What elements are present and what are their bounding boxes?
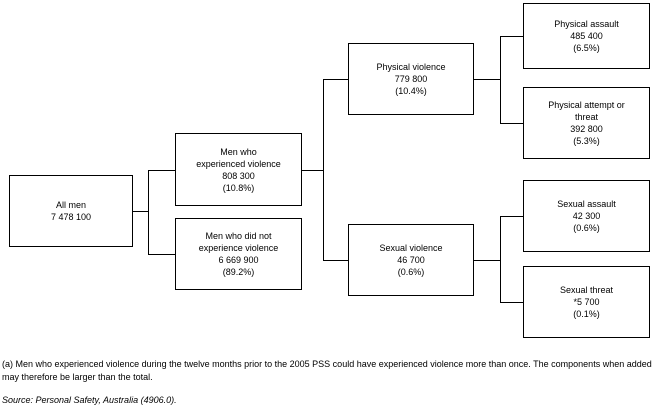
node-text-line: Sexual assault: [557, 199, 616, 209]
node-all-men: All men 7 478 100: [9, 175, 133, 247]
node-text-line: (0.6%): [573, 223, 600, 233]
footnote: (a) Men who experienced violence during …: [2, 359, 652, 382]
node-sexual-violence: Sexual violence 46 700 (0.6%): [348, 224, 474, 296]
node-text-line: experienced violence: [196, 158, 281, 169]
node-text-line: (10.4%): [395, 86, 427, 96]
node-text-line: 779 800: [394, 74, 428, 84]
node-physical-violence: Physical violence 779 800 (10.4%): [348, 43, 474, 115]
node-text-line: (5.3%): [573, 136, 600, 146]
connector-line: [302, 170, 323, 171]
node-text-line: (10.8%): [222, 182, 255, 193]
node-text-line: All men: [55, 200, 86, 210]
node-text-line: Sexual violence: [379, 243, 443, 253]
node-men-experienced-violence: Men who experienced violence 808 300 (10…: [175, 133, 302, 206]
node-text-line: (0.6%): [397, 267, 425, 277]
node-men-not-experienced-violence: Men who did not experience violence 6 66…: [175, 218, 302, 290]
node-text-line: 46 700: [397, 255, 425, 265]
node-text-line: Physical violence: [376, 62, 446, 72]
node-physical-assault: Physical assault 485 400 (6.5%): [523, 3, 650, 69]
node-text-line: 42 300: [572, 211, 601, 221]
node-text-line: 392 800: [570, 124, 603, 134]
node-text-line: threat: [574, 112, 598, 122]
connector-line: [323, 79, 324, 261]
node-text-line: 485 400: [570, 31, 603, 41]
connector-line: [500, 302, 523, 303]
connector-line: [500, 36, 523, 37]
node-text-line: 6 669 900: [218, 255, 259, 265]
node-text-line: 808 300: [222, 170, 255, 181]
connector-line: [133, 211, 148, 212]
node-text-line: *5 700: [573, 297, 600, 307]
node-text-line: Men who: [220, 146, 257, 157]
node-text-line: Physical assault: [554, 19, 619, 29]
node-text-line: (6.5%): [573, 43, 600, 53]
node-sexual-assault: Sexual assault 42 300 (0.6%): [523, 180, 650, 252]
node-text-line: (89.2%): [222, 267, 255, 277]
node-text-line: 7 478 100: [50, 212, 92, 222]
connector-line: [148, 254, 175, 255]
node-physical-attempt-or-threat: Physical attempt or threat 392 800 (5.3%…: [523, 87, 650, 159]
connector-line: [474, 79, 500, 80]
connector-line: [148, 170, 175, 171]
source-note: Source: Personal Safety, Australia (4906…: [2, 395, 177, 405]
node-text-line: experience violence: [198, 243, 279, 253]
node-text-line: Men who did not: [205, 231, 272, 241]
node-text-line: Sexual threat: [559, 285, 614, 295]
connector-line: [500, 36, 501, 124]
connector-line: [474, 260, 500, 261]
connector-line: [500, 216, 501, 303]
connector-line: [323, 260, 348, 261]
node-sexual-threat: Sexual threat *5 700 (0.1%): [523, 266, 650, 338]
connector-line: [323, 79, 348, 80]
connector-line: [148, 170, 149, 255]
connector-line: [500, 123, 523, 124]
node-text-line: (0.1%): [573, 309, 600, 319]
node-text-line: Physical attempt or: [548, 100, 625, 110]
connector-line: [500, 216, 523, 217]
